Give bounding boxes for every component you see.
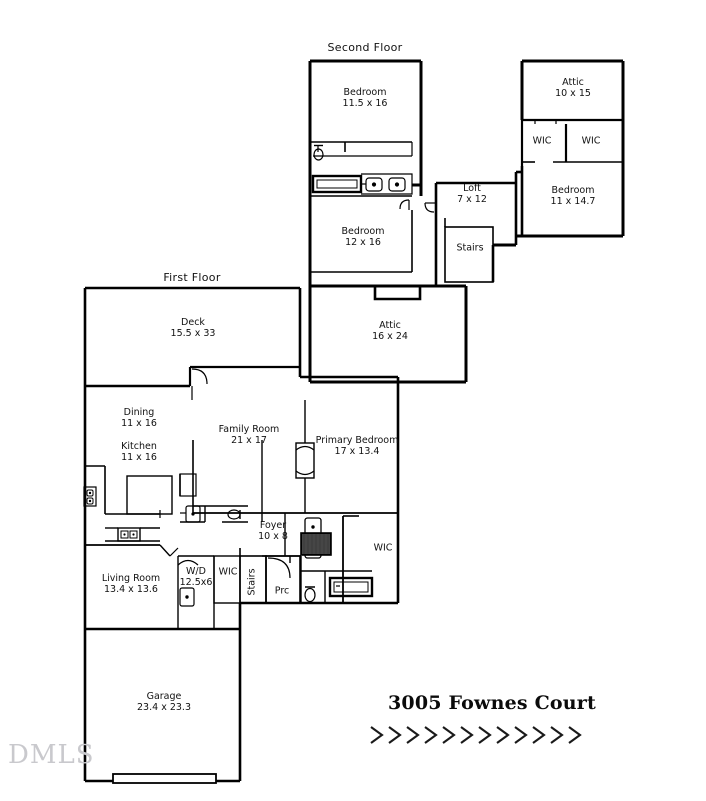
room-dimensions: 11 x 14.7 xyxy=(550,196,596,207)
room-label-kitchen: Kitchen 11 x 16 xyxy=(121,441,157,463)
room-name: Garage xyxy=(146,691,182,702)
room-label-attic-10x15: Attic 10 x 15 xyxy=(555,77,591,99)
room-dimensions: 13.4 x 13.6 xyxy=(104,584,158,595)
room-name: Attic xyxy=(562,77,584,88)
room-dimensions: 23.4 x 23.3 xyxy=(137,702,191,713)
address-title: 3005 Fownes Court xyxy=(388,692,596,714)
room-label-deck: Deck 15.5 x 33 xyxy=(171,317,216,339)
room-name: Stairs xyxy=(456,242,484,254)
room-name: Prc xyxy=(274,585,290,597)
room-name: Living Room xyxy=(101,573,161,584)
room-label-wic-upper-left: WIC xyxy=(533,136,552,147)
room-label-wic-upper-right: WIC xyxy=(582,136,601,147)
room-dimensions: 12 x 16 xyxy=(345,237,381,248)
room-label-living-room: Living Room 13.4 x 13.6 xyxy=(102,573,160,595)
room-name: Primary Bedroom xyxy=(315,435,399,446)
room-name: WIC xyxy=(581,135,601,147)
room-label-garage: Garage 23.4 x 23.3 xyxy=(137,691,191,713)
room-name: Stairs xyxy=(246,568,258,596)
room-name: Bedroom xyxy=(343,87,387,98)
room-label-dining: Dining 11 x 16 xyxy=(121,407,157,429)
room-label-family-room: Family Room 21 x 17 xyxy=(219,424,280,446)
room-label-bedroom-3: Bedroom 11 x 14.7 xyxy=(551,185,596,207)
room-label-prc: Prc xyxy=(275,586,289,597)
chevron-divider xyxy=(369,724,589,746)
room-name: Loft xyxy=(463,183,481,194)
room-name: Kitchen xyxy=(121,441,157,452)
floor-title-second: Second Floor xyxy=(327,41,403,54)
room-dimensions: 10 x 15 xyxy=(555,88,591,99)
room-dimensions: 21 x 17 xyxy=(231,435,267,446)
room-dimensions: 11 x 16 xyxy=(121,418,157,429)
room-dimensions: 10 x 8 xyxy=(258,531,288,542)
floor-title-first: First Floor xyxy=(163,271,221,284)
first-floor-walls xyxy=(83,286,400,784)
mls-watermark: DMLS xyxy=(8,740,95,770)
room-label-bedroom-1: Bedroom 11.5 x 16 xyxy=(343,87,388,109)
chevron-row-icon xyxy=(370,726,582,744)
room-label-bedroom-2: Bedroom 12 x 16 xyxy=(342,226,385,248)
room-dimensions: 17 x 13.4 xyxy=(334,446,380,457)
room-name: WIC xyxy=(373,542,393,554)
room-label-primary-bedroom: Primary Bedroom 17 x 13.4 xyxy=(316,435,399,457)
room-label-loft: Loft 7 x 12 xyxy=(457,183,487,205)
room-label-laundry: W/D 12.5x6 xyxy=(180,566,213,588)
room-name: W/D xyxy=(186,566,206,577)
room-label-stairs-second: Stairs xyxy=(456,243,483,254)
room-dimensions: 15.5 x 33 xyxy=(170,328,216,339)
room-label-attic-16x24: Attic 16 x 24 xyxy=(372,320,408,342)
room-name: Bedroom xyxy=(341,226,385,237)
room-label-wic-hall: WIC xyxy=(219,567,238,578)
second-floor-walls xyxy=(308,59,625,384)
room-name: Deck xyxy=(181,317,205,328)
room-name: Bedroom xyxy=(551,185,595,196)
room-name: Foyer xyxy=(259,520,287,531)
room-label-stairs-first: Stairs xyxy=(247,568,258,595)
room-dimensions: 7 x 12 xyxy=(457,194,487,205)
room-name: Dining xyxy=(123,407,155,418)
room-dimensions: 11.5 x 16 xyxy=(342,98,388,109)
room-name: WIC xyxy=(218,566,238,578)
room-dimensions: 11 x 16 xyxy=(121,452,157,463)
room-name: Family Room xyxy=(218,424,280,435)
room-dimensions: 12.5x6 xyxy=(179,577,213,588)
room-label-wic-primary: WIC xyxy=(374,543,393,554)
room-name: Attic xyxy=(379,320,401,331)
room-dimensions: 16 x 24 xyxy=(372,331,408,342)
room-name: WIC xyxy=(532,135,552,147)
room-label-foyer: Foyer 10 x 8 xyxy=(258,520,288,542)
